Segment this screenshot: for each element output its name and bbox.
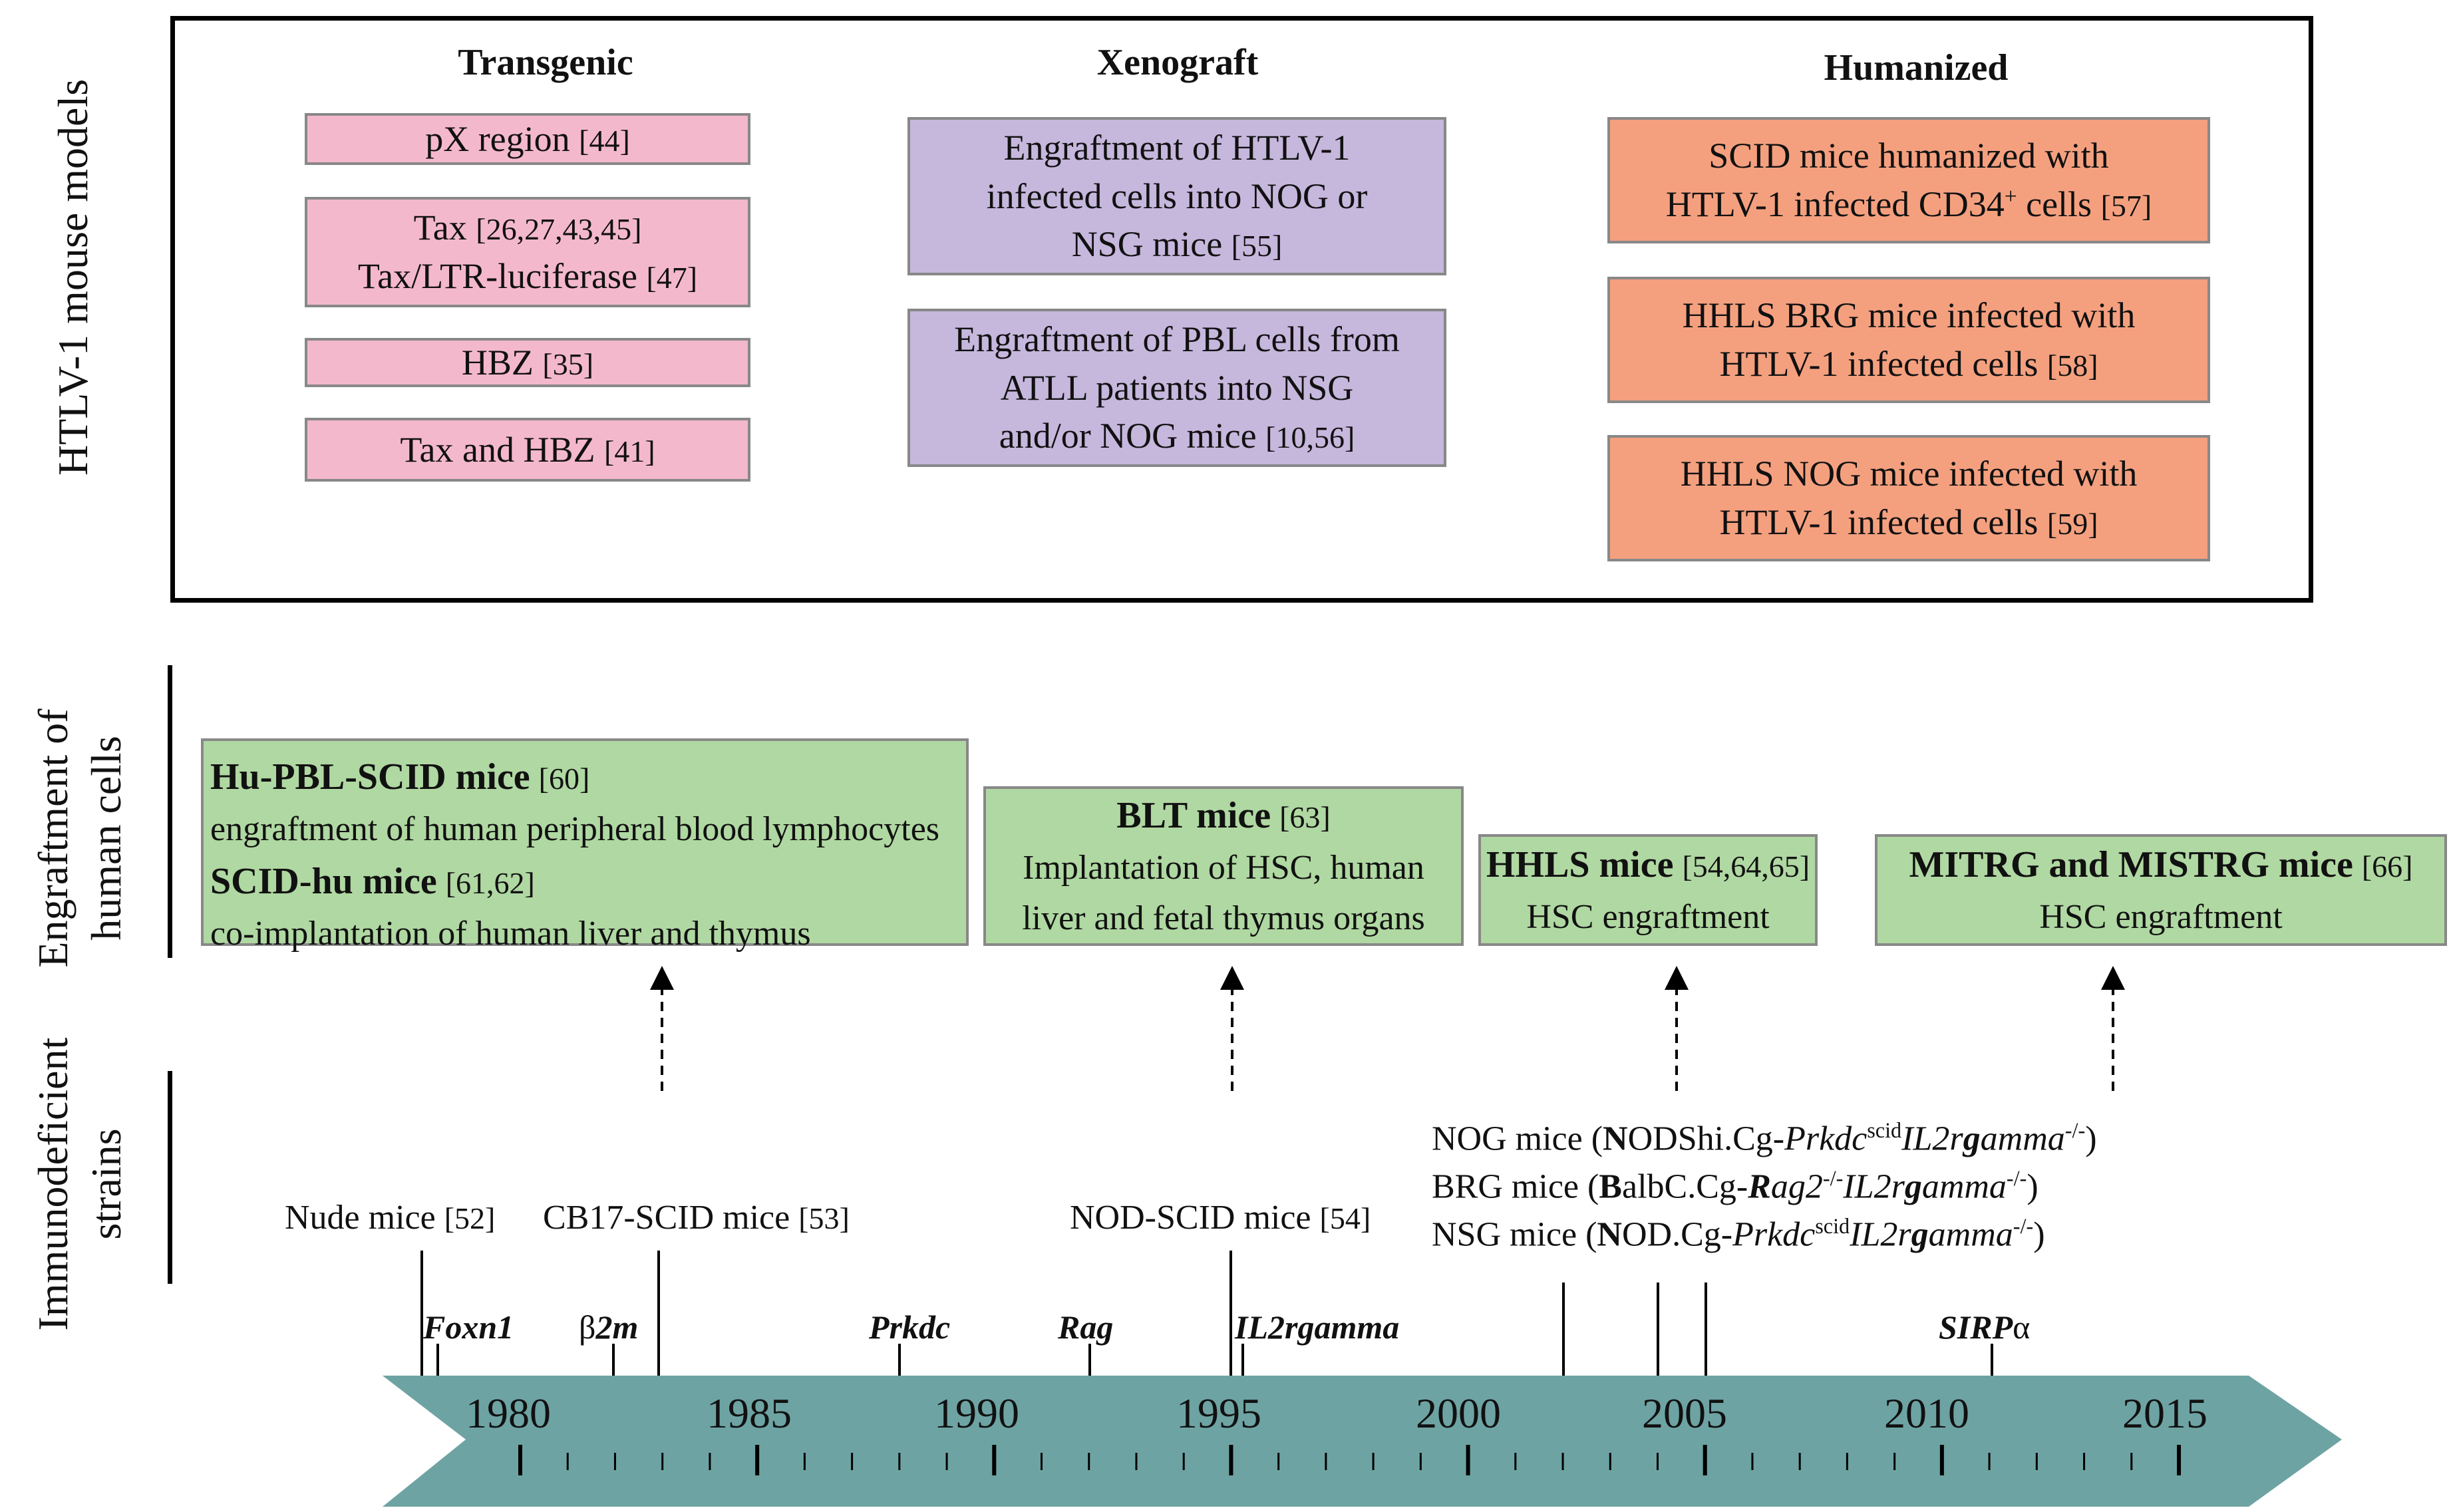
year-label-2005: 2005 xyxy=(1642,1390,1727,1437)
humanized-box-hhls-brg: HHLS BRG mice infected with HTLV-1 infec… xyxy=(1607,277,2210,403)
htlv-models-frame xyxy=(170,16,2313,603)
engraftment-box-mitrg-mistrg: MITRG and MISTRG mice [66] HSC engraftme… xyxy=(1875,834,2447,946)
timeline-ticks xyxy=(518,1445,2181,1475)
gene-tick-il2rgamma xyxy=(1241,1344,1244,1377)
engraftment-box-hhls: HHLS mice [54,64,65] HSC engraftment xyxy=(1478,834,1818,946)
xenograft-box-pbl-cells: Engraftment of PBL cells from ATLL patie… xyxy=(907,309,1446,467)
event-line-nod-scid xyxy=(1229,1251,1232,1377)
event-line-nsg xyxy=(1705,1283,1707,1377)
strain-nog-mice: NOG mice (NODShi.Cg-PrkdcscidIL2rgamma-/… xyxy=(1432,1118,2097,1158)
event-line-nude xyxy=(420,1251,423,1377)
gene-tick-sirpa xyxy=(1991,1344,1993,1377)
column-title-transgenic: Transgenic xyxy=(458,42,633,83)
strain-nsg-mice: NSG mice (NOD.Cg-PrkdcscidIL2rgamma-/-) xyxy=(1432,1214,2045,1254)
humanized-box-scid-cd34: SCID mice humanized with HTLV-1 infected… xyxy=(1607,117,2210,243)
engraftment-box-blt: BLT mice [63] Implantation of HSC, human… xyxy=(983,786,1464,946)
gene-label-foxn1: Foxn1 xyxy=(423,1308,514,1346)
gene-tick-b2m xyxy=(612,1344,615,1377)
transgenic-box-px-region: pX region [44] xyxy=(305,113,750,165)
engraftment-axis-bar xyxy=(168,665,172,958)
transgenic-box-tax-hbz: Tax and HBZ [41] xyxy=(305,418,750,482)
year-label-2010: 2010 xyxy=(1884,1390,1969,1437)
gene-tick-rag xyxy=(1088,1344,1091,1377)
gene-label-rag: Rag xyxy=(1058,1308,1114,1346)
year-label-2015: 2015 xyxy=(2122,1390,2207,1437)
year-label-1995: 1995 xyxy=(1176,1390,1261,1437)
column-title-humanized: Humanized xyxy=(1824,47,2009,88)
gene-label-b2m: β2m xyxy=(579,1308,639,1346)
event-line-nog xyxy=(1562,1283,1565,1377)
event-line-cb17-scid xyxy=(657,1251,660,1377)
humanized-box-hhls-nog: HHLS NOG mice infected with HTLV-1 infec… xyxy=(1607,435,2210,561)
event-line-brg xyxy=(1657,1283,1659,1377)
strains-axis-label: Immunodeficient strains xyxy=(29,1037,130,1331)
transgenic-box-hbz: HBZ [35] xyxy=(305,338,750,387)
column-title-xenograft: Xenograft xyxy=(1096,42,1259,83)
strain-nod-scid-mice: NOD-SCID mice [54] xyxy=(1070,1199,1371,1237)
timeline-arrow xyxy=(383,1376,2342,1507)
year-label-1990: 1990 xyxy=(934,1390,1019,1437)
gene-label-il2rgamma: IL2rgamma xyxy=(1235,1308,1400,1346)
gene-label-sirpa: SIRPα xyxy=(1939,1308,2031,1346)
gene-tick-foxn1 xyxy=(436,1344,439,1377)
transgenic-box-tax: Tax [26,27,43,45] Tax/LTR-luciferase [47… xyxy=(305,197,750,307)
strain-cb17-scid-mice: CB17-SCID mice [53] xyxy=(543,1199,850,1237)
gene-tick-prkdc xyxy=(898,1344,901,1377)
timeline-arrow-body xyxy=(383,1376,2342,1507)
year-label-2000: 2000 xyxy=(1416,1390,1501,1437)
gene-label-prkdc: Prkdc xyxy=(869,1308,951,1346)
year-label-1980: 1980 xyxy=(466,1390,551,1437)
year-label-1985: 1985 xyxy=(707,1390,792,1437)
strains-axis-bar xyxy=(168,1071,172,1284)
strain-nude-mice: Nude mice [52] xyxy=(285,1199,496,1237)
engraftment-box-hu-pbl-scid: Hu-PBL-SCID mice [60] engraftment of hum… xyxy=(201,738,969,953)
strain-brg-mice: BRG mice (BalbC.Cg-Rag2-/-IL2rgamma-/-) xyxy=(1432,1166,2039,1206)
xenograft-box-htlv-cells: Engraftment of HTLV-1 infected cells int… xyxy=(907,117,1446,275)
